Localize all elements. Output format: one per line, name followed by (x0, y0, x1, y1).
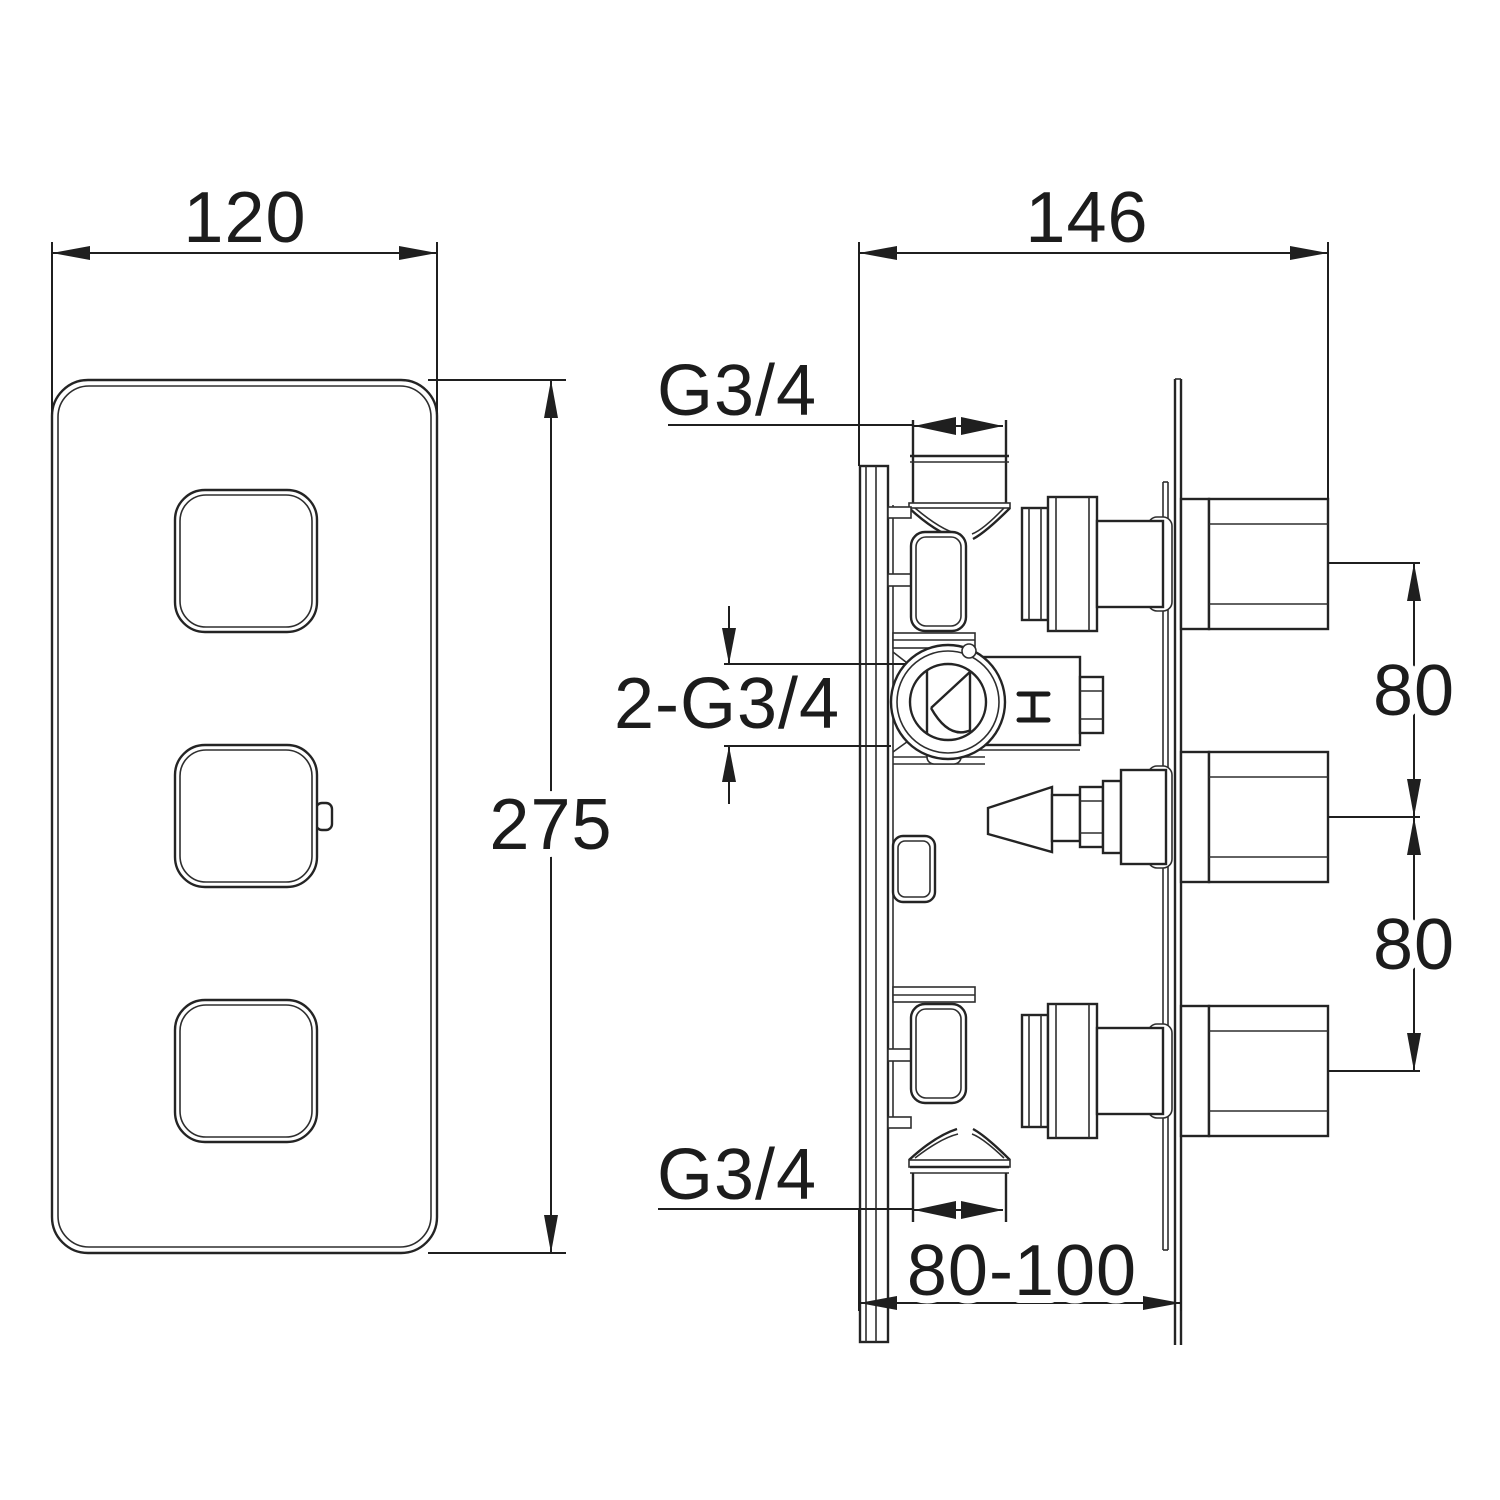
outlet-neck-middle (986, 768, 1168, 866)
dim-depth-146: 146 (858, 178, 1329, 499)
dim-height-275: 275 (428, 379, 620, 1254)
check-valve-symbol (925, 670, 972, 734)
dim-width-label: 120 (183, 178, 306, 258)
button-inner (179, 1004, 313, 1138)
button-inner (179, 749, 313, 883)
spacing-lower-label: 80 (1373, 905, 1455, 985)
button-inner (179, 494, 313, 628)
diverter-valve (889, 643, 1007, 765)
faceplate-outline-outer (50, 378, 439, 1255)
wall-plate-edge (858, 464, 894, 1344)
outlet-neck-top (1020, 495, 1165, 633)
outlet-cylinder-middle (1179, 750, 1330, 884)
valve-side-view (858, 378, 1330, 1345)
button-side-tab (314, 801, 334, 832)
faceplate-button-bottom (173, 998, 319, 1144)
dim-mounting-depth: 80-100 (858, 1209, 1182, 1319)
faceplate-outline-inner (57, 385, 432, 1248)
thread-bottom-label: G3/4 (657, 1135, 817, 1215)
top-inlet-port (908, 420, 1011, 541)
button-outer (173, 998, 319, 1144)
callout-2g34-side: 2-G3/4 (614, 606, 905, 804)
outlet-neck-bottom (1020, 1002, 1165, 1140)
button-outer (173, 743, 319, 889)
cartridge-hex-nut (1078, 675, 1105, 735)
callout-g34-bottom: G3/4 (657, 1135, 1003, 1219)
callout-g34-top: G3/4 (657, 351, 1003, 435)
faceplate-button-top (173, 488, 319, 634)
thread-mid-label: 2-G3/4 (614, 664, 840, 744)
faceplate-front-view (50, 378, 439, 1255)
cartridge-beam-symbol (1016, 691, 1051, 723)
dim-width-120: 120 (51, 178, 438, 414)
depth-range-label: 80-100 (907, 1231, 1137, 1311)
dim-spacing-80: 80 80 (1328, 562, 1462, 1072)
spacing-upper-label: 80 (1373, 651, 1455, 731)
dim-depth-label: 146 (1025, 178, 1148, 258)
bottom-inlet-port (908, 1127, 1011, 1222)
faceplate-button-middle (173, 743, 334, 889)
dim-height-label: 275 (489, 785, 612, 865)
thread-top-label: G3/4 (657, 351, 817, 431)
outlet-cylinder-top (1179, 497, 1330, 631)
outlet-cylinder-bottom (1179, 1004, 1330, 1138)
button-outer (173, 488, 319, 634)
body-fittings (887, 506, 985, 1129)
dimensions: 120 275 146 G3/4 (51, 178, 1462, 1319)
